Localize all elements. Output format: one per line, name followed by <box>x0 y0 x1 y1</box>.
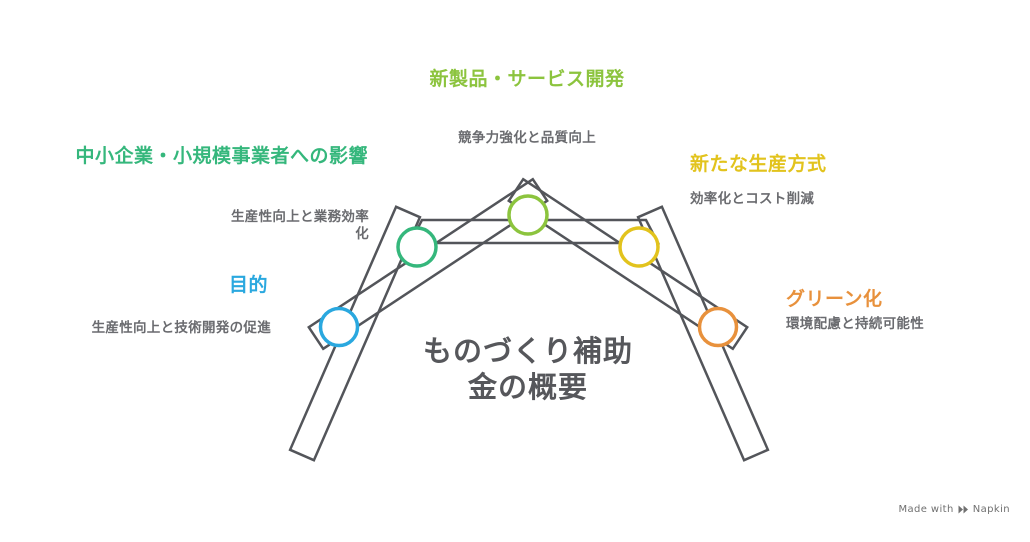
credit-brand: Napkin <box>972 504 1010 515</box>
desc-purpose: 生産性向上と技術開発の促進 <box>91 320 271 336</box>
napkin-logo-icon <box>958 505 968 514</box>
plank-left-upper <box>307 177 549 351</box>
label-new-product: 新製品・サービス開発 <box>429 68 625 90</box>
node-purpose-circle <box>318 306 360 348</box>
page-title-line1: ものづくり補助 <box>422 334 633 368</box>
desc-sme-impact: 生産性向上と業務効率化 <box>231 209 369 242</box>
page-title: ものづくり補助 金の概要 <box>358 333 698 405</box>
label-green: グリーン化 <box>786 288 883 310</box>
plank-right-upper <box>507 177 749 351</box>
credit-prefix: Made with <box>898 504 954 515</box>
page-title-line2: 金の概要 <box>467 370 588 404</box>
node-sme-impact-circle <box>396 226 438 268</box>
plank-right-leg <box>636 205 770 462</box>
plank-left-leg <box>288 205 422 462</box>
node-new-production-circle <box>618 226 660 268</box>
node-green-circle <box>697 306 739 348</box>
made-with-napkin-credit: Made with Napkin <box>898 504 1010 515</box>
label-sme-impact: 中小企業・小規模事業者への影響 <box>75 145 368 167</box>
label-purpose: 目的 <box>228 274 268 296</box>
desc-new-product: 競争力強化と品質向上 <box>458 130 596 146</box>
desc-new-production: 効率化とコスト削減 <box>690 191 815 207</box>
desc-green: 環境配慮と持続可能性 <box>786 316 924 332</box>
label-new-production: 新たな生産方式 <box>690 153 827 175</box>
node-new-product-circle <box>507 194 549 236</box>
arch-nodes <box>318 194 739 348</box>
